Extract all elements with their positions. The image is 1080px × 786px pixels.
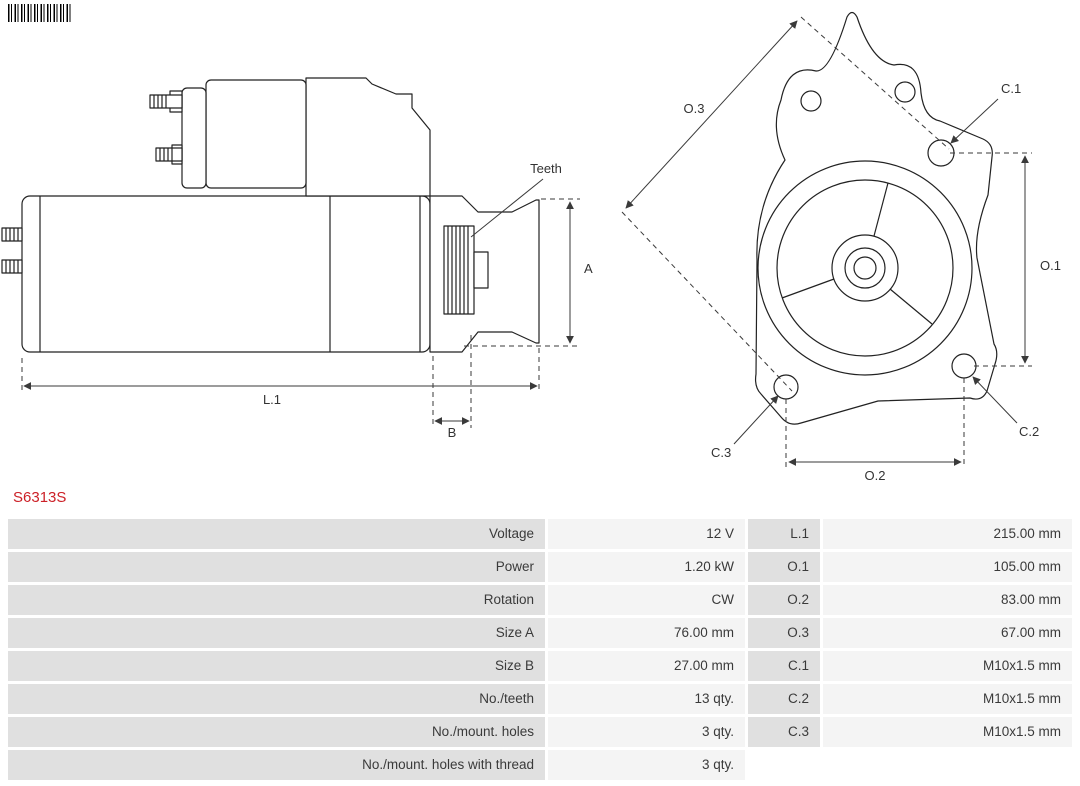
solenoid-terminal-icon	[155, 147, 183, 162]
mount-hole-c2	[951, 353, 977, 379]
spec-dim-label: C.2	[748, 684, 820, 714]
terminal-stud-icon	[1, 227, 23, 242]
spec-label: Power	[8, 552, 545, 582]
spec-dim-value: 67.00 mm	[823, 618, 1072, 648]
spec-dim-value: M10x1.5 mm	[823, 717, 1072, 747]
dim-c2-group: C.2	[972, 376, 1039, 439]
spec-label: Size A	[8, 618, 545, 648]
dim-o3-group: O.3	[621, 16, 950, 392]
dim-b-group: B	[432, 335, 472, 440]
spec-value: 27.00 mm	[548, 651, 745, 681]
spec-dim-label: O.3	[748, 618, 820, 648]
spec-dim-label: C.1	[748, 651, 820, 681]
dim-label-o2: O.2	[865, 468, 886, 483]
dim-label-o1: O.1	[1040, 258, 1061, 273]
spec-dim-label: O.1	[748, 552, 820, 582]
dim-o2-group: O.2	[785, 378, 965, 483]
spec-value: 12 V	[548, 519, 745, 549]
spec-value: 13 qty.	[548, 684, 745, 714]
dim-label-b: B	[448, 425, 457, 440]
spec-dim-label: L.1	[748, 519, 820, 549]
dim-label-a: A	[584, 261, 593, 276]
spec-label: No./mount. holes with thread	[8, 750, 545, 780]
spec-value: 76.00 mm	[548, 618, 745, 648]
flange-hole	[800, 90, 822, 112]
dim-o1-group: O.1	[950, 152, 1061, 367]
spec-label: No./teeth	[8, 684, 545, 714]
hub	[831, 234, 899, 302]
part-number: S6313S	[13, 489, 67, 506]
dim-c3-group: C.3	[711, 395, 779, 460]
spec-dim-value	[823, 750, 1072, 780]
pinion-gear	[443, 225, 489, 315]
technical-diagram: Teeth A L.1 B	[1, 11, 1061, 483]
spec-dim-label	[748, 750, 820, 780]
spec-dim-label: C.3	[748, 717, 820, 747]
dim-label-teeth: Teeth	[530, 161, 562, 176]
spec-dim-value: M10x1.5 mm	[823, 684, 1072, 714]
barcode	[8, 4, 72, 22]
spec-label: Rotation	[8, 585, 545, 615]
spec-table: Voltage 12 V L.1 215.00 mm Power 1.20 kW…	[8, 519, 1072, 780]
spec-label: Size B	[8, 651, 545, 681]
spec-value: 3 qty.	[548, 717, 745, 747]
dim-a-group: A	[464, 198, 593, 347]
mount-hole-c3	[773, 374, 799, 400]
flange-hole	[894, 81, 916, 103]
spec-dim-value: 105.00 mm	[823, 552, 1072, 582]
solenoid	[149, 77, 431, 197]
dim-label-o3: O.3	[684, 101, 705, 116]
spec-dim-value: 83.00 mm	[823, 585, 1072, 615]
terminal-stud-icon	[1, 259, 23, 274]
teeth-leader-line	[470, 178, 544, 238]
front-view-drawing: O.3 O.1 O.2 C.1	[621, 11, 1061, 483]
dim-label-c1: C.1	[1001, 81, 1021, 96]
spec-label: No./mount. holes	[8, 717, 545, 747]
solenoid-terminal-icon	[149, 94, 183, 109]
side-view-drawing: Teeth A L.1 B	[1, 77, 593, 440]
spec-value: 3 qty.	[548, 750, 745, 780]
drive-end	[429, 195, 540, 353]
dim-c1-group: C.1	[950, 81, 1021, 144]
spec-dim-value: 215.00 mm	[823, 519, 1072, 549]
dim-label-c3: C.3	[711, 445, 731, 460]
spec-value: CW	[548, 585, 745, 615]
dim-label-c2: C.2	[1019, 424, 1039, 439]
dim-l1-group: L.1	[21, 348, 540, 407]
spec-value: 1.20 kW	[548, 552, 745, 582]
spec-label: Voltage	[8, 519, 545, 549]
spec-dim-value: M10x1.5 mm	[823, 651, 1072, 681]
motor-body	[21, 195, 431, 353]
dim-label-l1: L.1	[263, 392, 281, 407]
spec-dim-label: O.2	[748, 585, 820, 615]
